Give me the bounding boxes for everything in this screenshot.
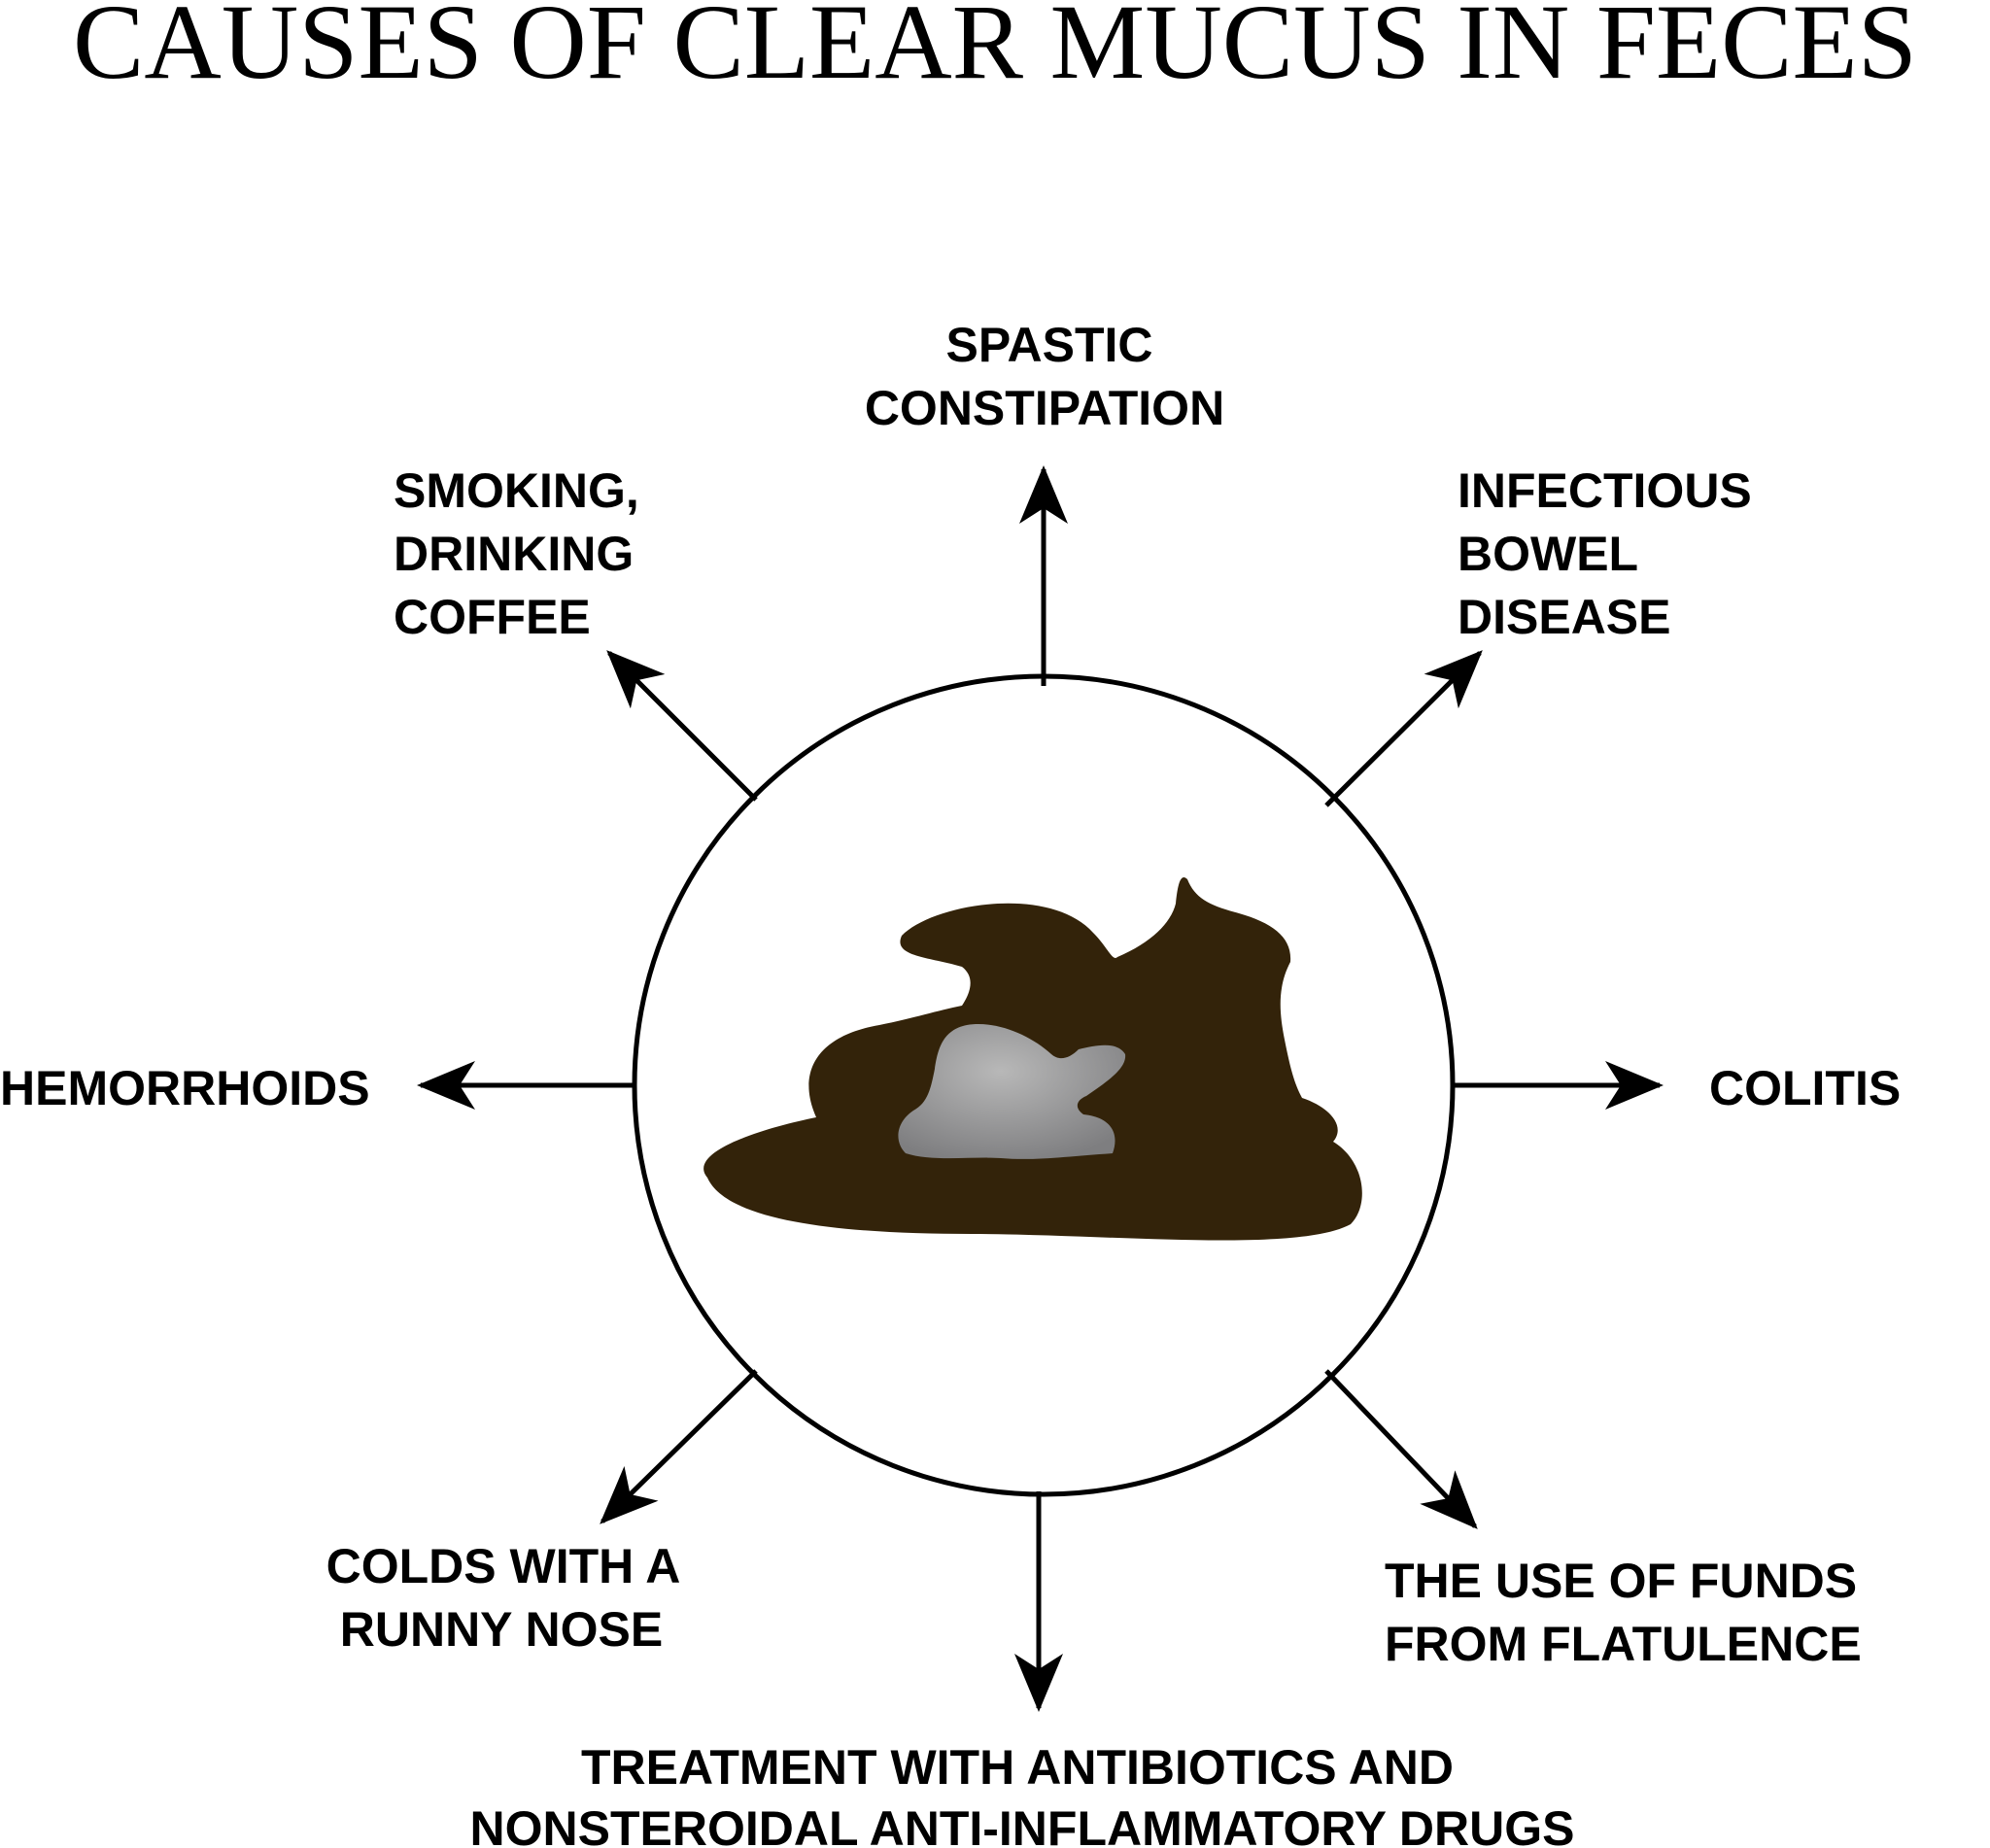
cause-bottom-left-line-2: RUNNY NOSE <box>340 1602 663 1657</box>
cause-top-left-line-3: COFFEE <box>394 590 591 644</box>
cause-right-line-1: COLITIS <box>1709 1061 1901 1115</box>
cause-bottom: TREATMENT WITH ANTIBIOTICS AND NONSTEROI… <box>469 1740 1574 1848</box>
cause-top-right: INFECTIOUS BOWEL DISEASE <box>1458 463 1752 644</box>
cause-bottom-left-line-1: COLDS WITH A <box>326 1539 681 1593</box>
arrow-top-left <box>606 650 758 802</box>
cause-top: SPASTIC CONSTIPATION <box>865 318 1224 435</box>
cause-bottom-left: COLDS WITH A RUNNY NOSE <box>326 1539 681 1657</box>
arrow-bottom-left <box>600 1369 758 1524</box>
cause-bottom-right-line-2: FROM FLATULENCE <box>1385 1617 1862 1671</box>
cause-top-right-line-1: INFECTIOUS <box>1458 463 1752 518</box>
cause-bottom-line-1: TREATMENT WITH ANTIBIOTICS AND <box>581 1740 1454 1795</box>
cause-left-line-1: HEMORRHOIDS <box>0 1061 370 1115</box>
cause-top-line-1: SPASTIC <box>946 318 1153 372</box>
feces-with-mucus-icon <box>703 876 1362 1241</box>
arrow-top-right <box>1324 650 1483 807</box>
cause-right: COLITIS <box>1709 1061 1901 1115</box>
cause-bottom-right: THE USE OF FUNDS FROM FLATULENCE <box>1385 1554 1862 1671</box>
cause-top-left-line-2: DRINKING <box>394 527 634 581</box>
cause-top-left: SMOKING, DRINKING COFFEE <box>394 463 639 644</box>
arrow-bottom-right <box>1324 1369 1478 1529</box>
cause-bottom-line-2: NONSTEROIDAL ANTI-INFLAMMATORY DRUGS <box>469 1801 1574 1848</box>
cause-bottom-right-line-1: THE USE OF FUNDS <box>1385 1554 1857 1608</box>
cause-top-right-line-2: BOWEL <box>1458 527 1638 581</box>
page-title: CAUSES OF CLEAR MUCUS IN FECES <box>73 0 1917 101</box>
cause-left: HEMORRHOIDS <box>0 1061 370 1115</box>
cause-top-left-line-1: SMOKING, <box>394 463 639 518</box>
mucus-shape <box>898 1024 1126 1159</box>
cause-top-right-line-3: DISEASE <box>1458 590 1671 644</box>
cause-top-line-2: CONSTIPATION <box>865 381 1224 435</box>
